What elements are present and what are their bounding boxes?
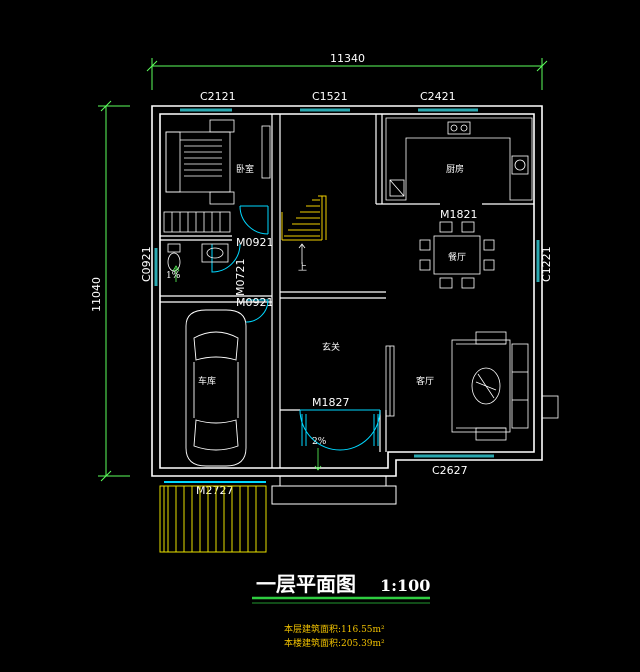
window-label-c1521: C1521 (312, 90, 348, 103)
window-label-c0921: C0921 (140, 246, 153, 282)
sofa-set-icon (451, 331, 529, 441)
stair-arrow-icon (298, 243, 306, 264)
window-label-c2121: C2121 (200, 90, 236, 103)
stair-icon (281, 195, 327, 241)
room-label-kitchen: 厨房 (446, 163, 464, 175)
dining-table-icon (419, 221, 495, 289)
window-label-c1221: C1221 (540, 246, 553, 282)
total-area-text: 本楼建筑面积:205.39m² (284, 637, 385, 649)
bed-icon (165, 119, 235, 205)
exterior-walls (151, 105, 543, 477)
door-label-m0921-bed: M0921 (236, 236, 274, 249)
door-label-m1827: M1827 (312, 396, 350, 409)
kitchen-counter-icon (385, 117, 533, 201)
stair-up-marker: 上 (298, 262, 307, 273)
interior-walls (160, 114, 534, 468)
porch-slope-marker: 2% (312, 437, 327, 447)
tv-cabinet-icon (261, 125, 271, 179)
room-label-dining: 餐厅 (448, 251, 466, 263)
door-label-m0921-garage: M0921 (236, 296, 274, 309)
bath-slope-marker: 1% (166, 271, 181, 281)
toilet-icon (167, 243, 181, 272)
door-label-m1821: M1821 (440, 208, 478, 221)
window-label-c2421: C2421 (420, 90, 456, 103)
width-dimension: 11340 (330, 52, 365, 65)
room-label-living: 客厅 (416, 375, 434, 387)
porch-slope-arrow-icon (314, 448, 322, 471)
room-label-foyer: 玄关 (322, 341, 340, 353)
sink-icon (201, 243, 229, 263)
tv-stand-icon (385, 345, 395, 417)
doors (211, 205, 381, 451)
room-label-bedroom: 卧室 (236, 163, 254, 175)
door-label-m0721: M0721 (234, 259, 247, 297)
garage-ramp (159, 485, 267, 553)
car-icon (185, 309, 247, 467)
bay-window-icon (541, 395, 559, 419)
height-dimension: 11040 (90, 277, 103, 312)
floor-drain-icon (172, 265, 180, 282)
title-underline (252, 596, 430, 604)
plan-title: 一层平面图 (256, 572, 356, 596)
floor-area-text: 本层建筑面积:116.55m² (284, 623, 385, 635)
wardrobe-icon (163, 211, 231, 233)
entry-porch (271, 476, 397, 505)
windows (154, 108, 540, 458)
dimension-lines (98, 58, 548, 482)
window-label-c2627: C2627 (432, 464, 468, 477)
room-label-garage: 车库 (198, 375, 216, 387)
plan-scale: 1:100 (380, 576, 430, 595)
